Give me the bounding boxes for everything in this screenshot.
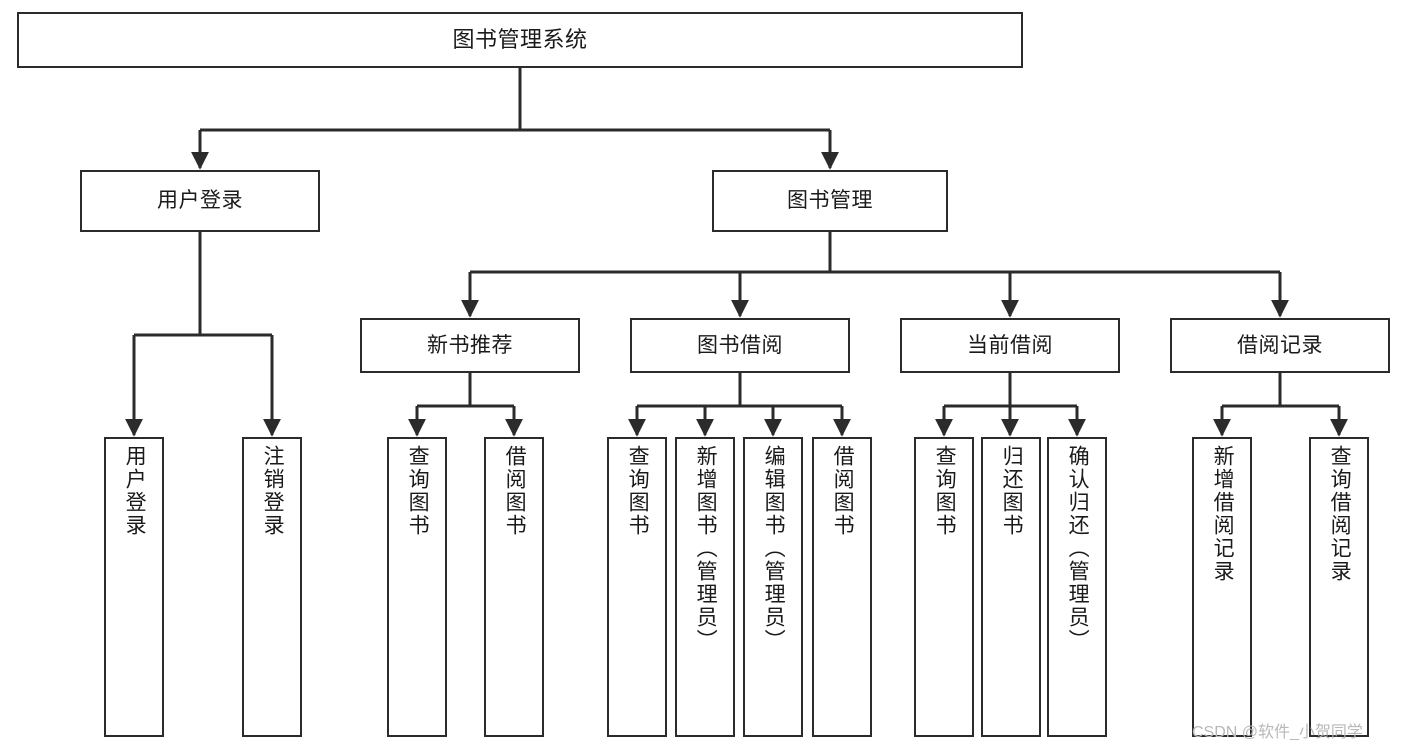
node-user-login[interactable]: 用户登录 [80,170,320,232]
node-new-book-recommend[interactable]: 新书推荐 [360,318,580,373]
node-label: 新增借阅记录 [1211,445,1235,583]
node-label: 新书推荐 [427,333,513,357]
watermark-text: CSDN @软件_小贺同学 [1192,724,1363,741]
node-label: 注销登录 [261,445,285,537]
node-label: 借阅记录 [1237,333,1323,357]
node-book-manage[interactable]: 图书管理 [712,170,948,232]
node-label: 确认归还（管理员） [1066,445,1090,652]
node-leaf-query-book-1[interactable]: 查询图书 [387,437,447,737]
node-label: 当前借阅 [967,333,1053,357]
node-leaf-add-record[interactable]: 新增借阅记录 [1192,437,1252,737]
node-book-borrow[interactable]: 图书借阅 [630,318,850,373]
node-borrow-record[interactable]: 借阅记录 [1170,318,1390,373]
node-leaf-edit-book[interactable]: 编辑图书（管理员） [743,437,803,737]
node-leaf-borrow-book-2[interactable]: 借阅图书 [812,437,872,737]
node-label: 借阅图书 [831,445,855,537]
node-leaf-return-book[interactable]: 归还图书 [981,437,1041,737]
node-leaf-borrow-book-1[interactable]: 借阅图书 [484,437,544,737]
node-current-borrow[interactable]: 当前借阅 [900,318,1120,373]
node-leaf-add-book[interactable]: 新增图书（管理员） [675,437,735,737]
node-leaf-query-book-3[interactable]: 查询图书 [914,437,974,737]
node-label: 查询图书 [406,445,430,537]
node-label: 图书管理 [787,189,873,213]
node-label: 新增图书（管理员） [694,445,718,652]
node-label: 借阅图书 [503,445,527,537]
node-leaf-confirm-return[interactable]: 确认归还（管理员） [1047,437,1107,737]
node-label: 查询图书 [626,445,650,537]
node-label: 图书管理系统 [452,26,588,52]
node-leaf-user-login[interactable]: 用户登录 [104,437,164,737]
node-label: 用户登录 [123,445,147,537]
node-leaf-logout[interactable]: 注销登录 [242,437,302,737]
node-label: 用户登录 [157,189,243,213]
node-label: 查询图书 [933,445,957,537]
node-label: 归还图书 [1000,445,1024,537]
node-leaf-query-book-2[interactable]: 查询图书 [607,437,667,737]
node-label: 图书借阅 [697,333,783,357]
node-label: 编辑图书（管理员） [762,445,786,652]
node-label: 查询借阅记录 [1328,445,1352,583]
node-leaf-query-record[interactable]: 查询借阅记录 [1309,437,1369,737]
node-root-system[interactable]: 图书管理系统 [17,12,1023,68]
